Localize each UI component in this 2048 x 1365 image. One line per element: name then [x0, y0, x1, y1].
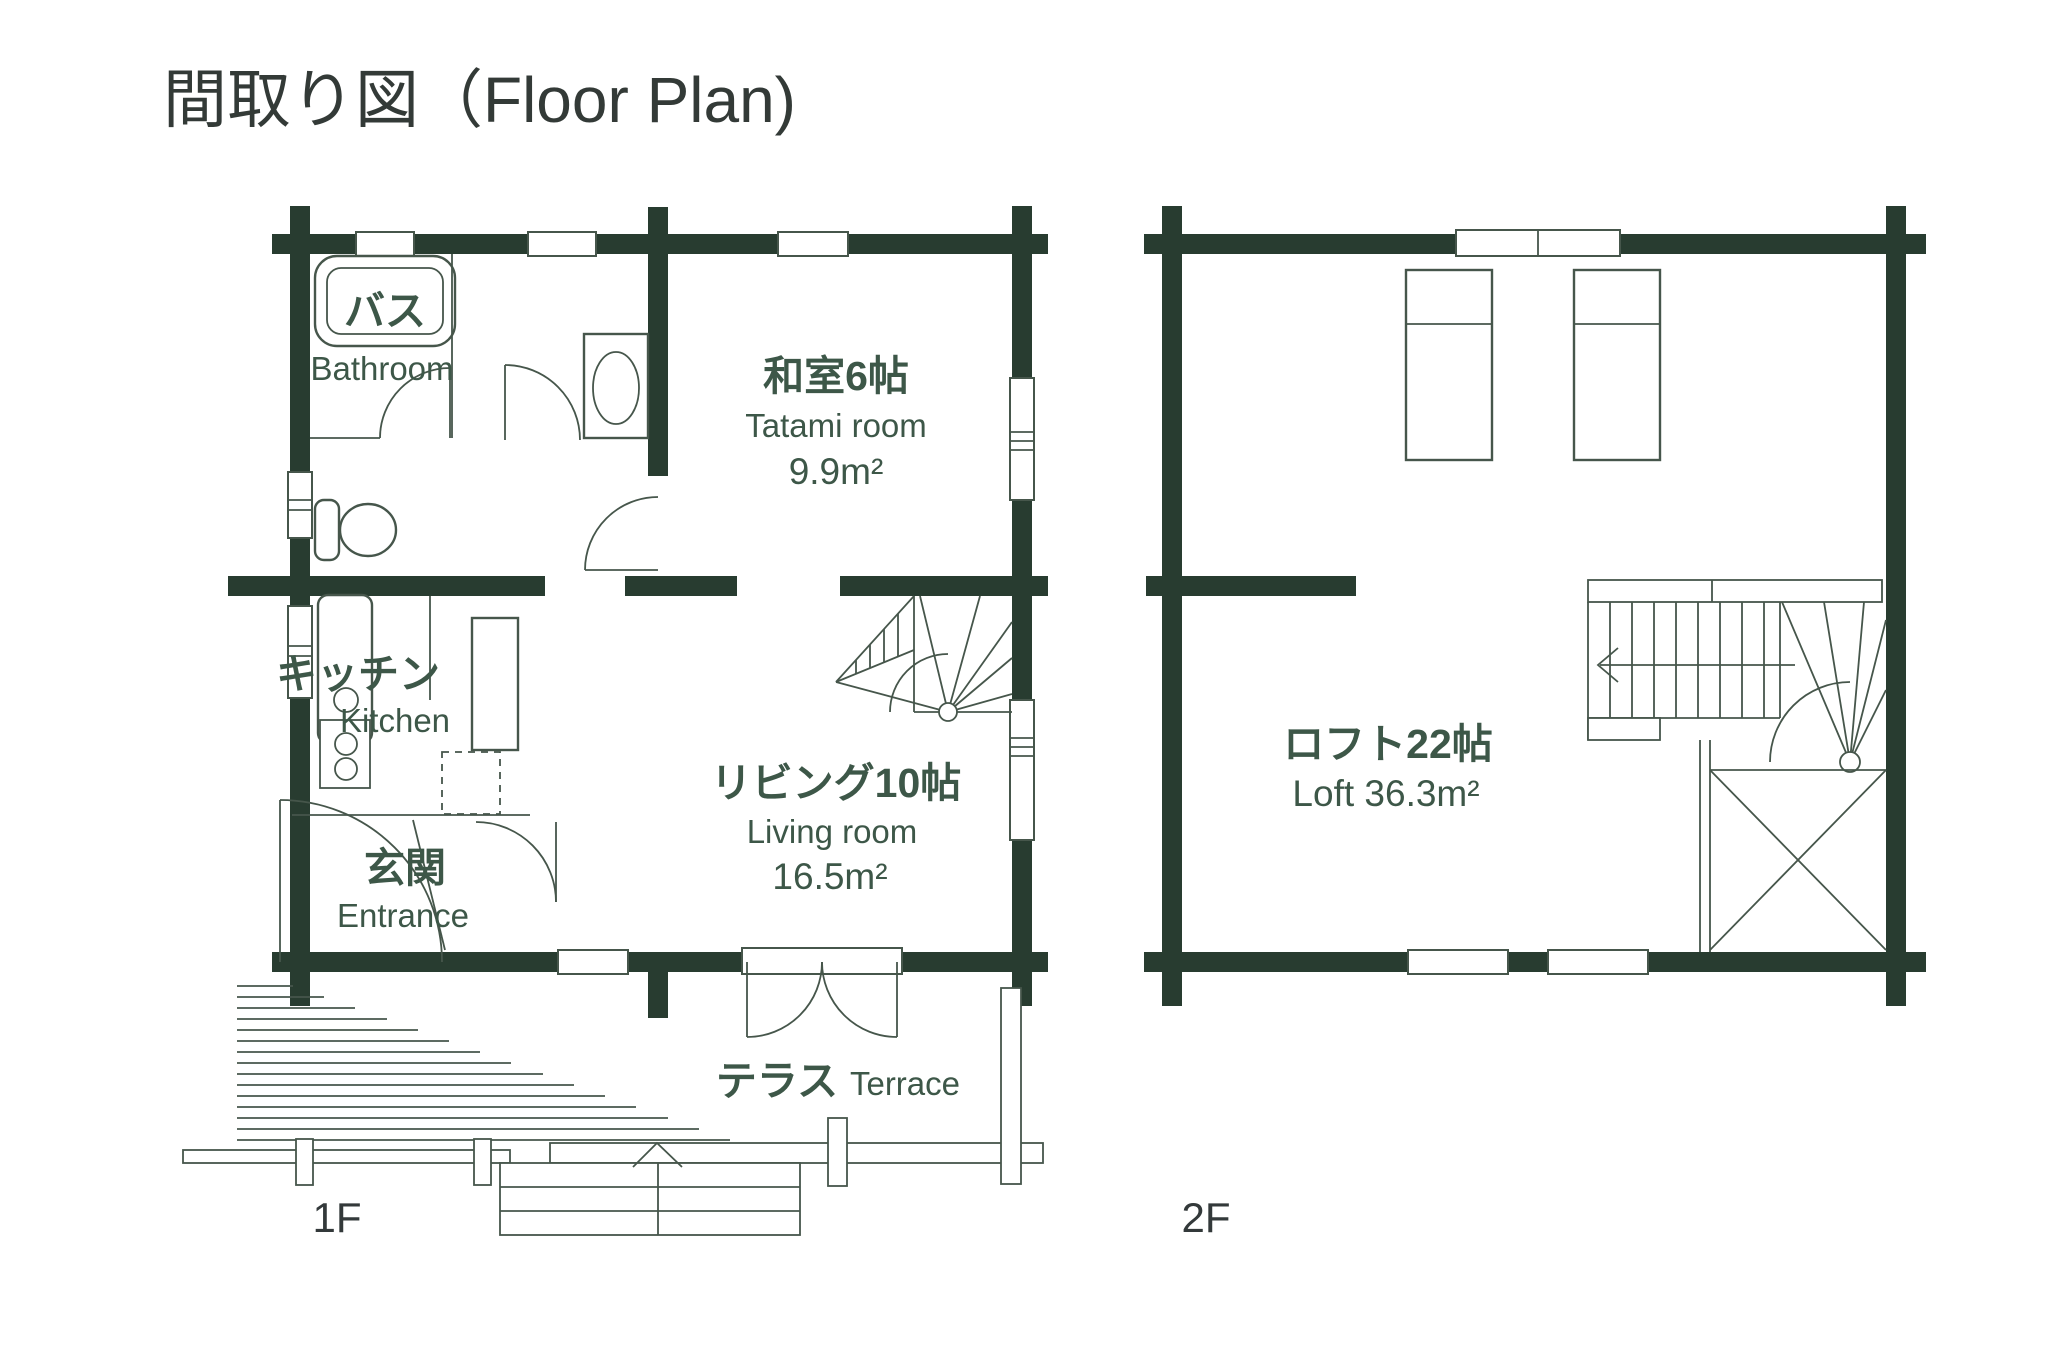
kitchen-label-en: Kitchen	[340, 702, 450, 739]
porch-deck-boards	[237, 985, 730, 1141]
terrace-label-jp: テラス	[716, 1058, 838, 1104]
washroom-door	[504, 364, 581, 441]
living-label-jp: リビング10帖	[711, 760, 962, 806]
kitchen-cabinet	[441, 616, 520, 815]
stair-void	[1699, 740, 1887, 952]
floor-2f-label: 2F	[1181, 1194, 1230, 1241]
staircase-2f	[1587, 579, 1887, 773]
bathroom-label-en: Bathroom	[310, 350, 453, 387]
bathroom-label-jp: バス	[344, 288, 426, 334]
toilet-door	[584, 496, 659, 571]
walls-2f	[1144, 206, 1926, 1006]
kitchen-label-jp: キッチン	[276, 651, 440, 697]
loft-label-en: Loft 36.3m²	[1292, 773, 1479, 814]
tatami-label-en: Tatami room	[745, 407, 927, 444]
kitchen-counter	[316, 593, 431, 789]
living-area: 16.5m²	[772, 856, 887, 897]
living-label-en: Living room	[747, 813, 918, 850]
floor-2f-plan: ロフト22帖 Loft 36.3m² 2F	[1144, 206, 1926, 1241]
living-door	[475, 821, 557, 903]
terrace-label-en: Terrace	[850, 1065, 960, 1102]
windows-2f	[1407, 229, 1649, 975]
windows-1f	[287, 231, 1035, 975]
bed	[1404, 268, 1494, 462]
floor-1f-label: 1F	[312, 1194, 361, 1241]
bathroom-walls	[310, 254, 453, 439]
loft-label-jp: ロフト22帖	[1283, 721, 1493, 767]
entry-steps	[499, 1141, 801, 1236]
tatami-label-jp: 和室6帖	[763, 353, 909, 399]
toilet	[313, 498, 398, 562]
page-title: 間取り図（Floor Plan)	[163, 64, 796, 136]
bathroom-door	[379, 367, 451, 439]
tatami-area: 9.9m²	[789, 451, 884, 492]
bathtub	[313, 254, 457, 348]
floor-1f-plan: バス Bathroom 和室6帖 Tatami room 9.9m² キッチン …	[182, 206, 1048, 1241]
entrance-label-jp: 玄関	[364, 845, 446, 891]
staircase-1f	[835, 595, 1013, 722]
entrance-door	[279, 799, 443, 963]
entrance-label-en: Entrance	[337, 897, 469, 934]
terrace-doors	[746, 961, 898, 1038]
entrance-step-lines	[292, 814, 530, 951]
bed	[1572, 268, 1662, 462]
washbasin	[582, 332, 650, 440]
